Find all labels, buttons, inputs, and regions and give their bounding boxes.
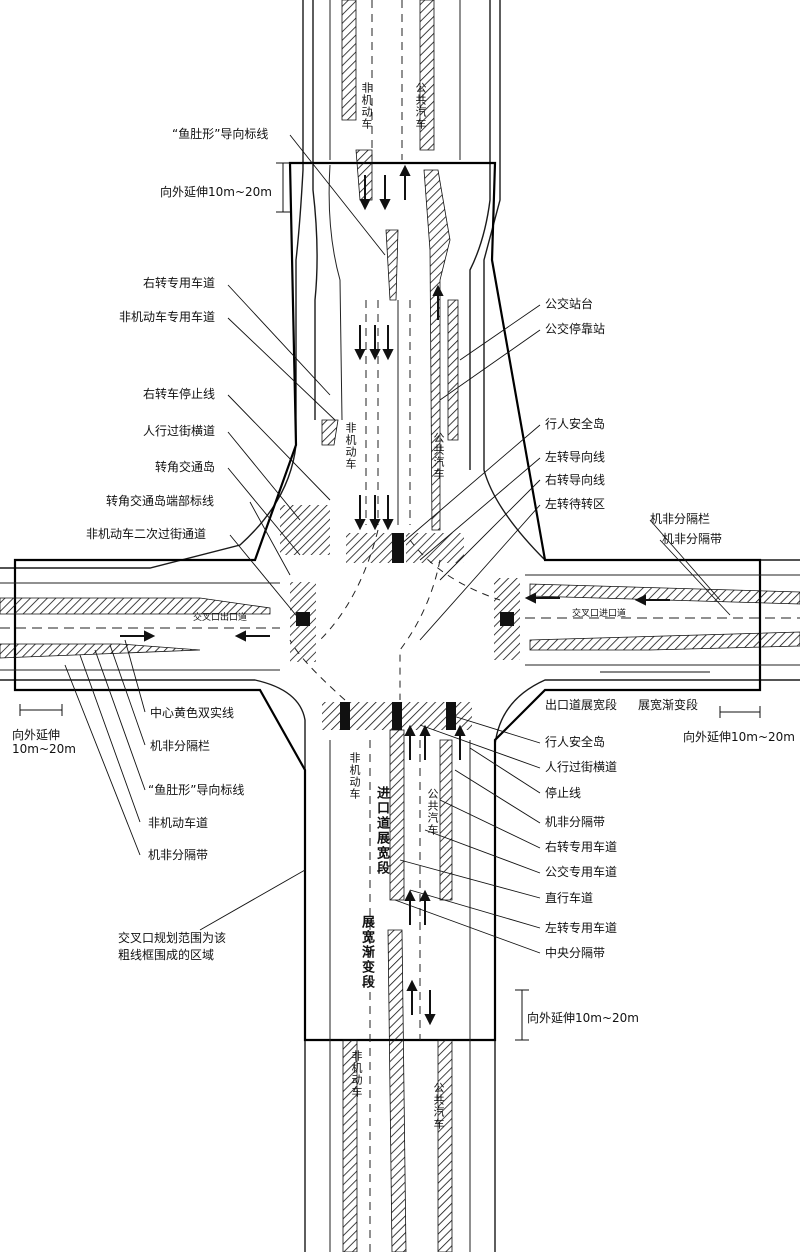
road-text-bus-north-2: 公共汽车 [432, 432, 445, 480]
label-extend-bottom: 向外延伸10m~20m [527, 1011, 639, 1025]
label-extend-left: 向外延伸 10m~20m [12, 728, 76, 756]
lane-arrows [120, 164, 670, 1026]
label-ped-refuge-bottom: 行人安全岛 [545, 735, 606, 749]
road-text-exit-lane-left: 交叉口出口道 [193, 613, 248, 623]
refuge-south-right [446, 702, 456, 730]
road-text-nonmotor-south: 非机动车 [348, 752, 361, 800]
refuge-west [296, 612, 310, 626]
planning-scope-frame [13, 161, 762, 1042]
road-text-nonmotor-north-2: 非机动车 [344, 422, 357, 470]
dimension-markers [19, 162, 761, 1041]
refuge-east [500, 612, 514, 626]
label-corner-island: 转角交通岛 [155, 460, 216, 474]
crosswalk-north-right [406, 533, 464, 563]
label-bus-lane: 公交专用车道 [545, 865, 618, 879]
refuge-south-left [340, 702, 350, 730]
road-text-nonmotor-south-2: 非机动车 [350, 1050, 363, 1098]
label-divider-strip-left: 机非分隔带 [148, 848, 209, 862]
label-left-turn-waiting: 左转待转区 [545, 497, 606, 511]
label-through-lane: 直行车道 [545, 891, 594, 905]
label-corner-island-end-marking: 转角交通岛端部标线 [106, 494, 215, 508]
label-crosswalk-bottom: 人行过街横道 [545, 760, 618, 774]
road-text-bus-north: 公共汽车 [414, 82, 427, 130]
label-right-turn-stop-line: 右转车停止线 [143, 387, 216, 401]
label-widening-transition-right: 展宽渐变段 [638, 698, 699, 712]
label-center-double-yellow: 中心黄色双实线 [150, 706, 235, 720]
label-barrier-left: 机非分隔栏 [150, 739, 211, 753]
label-nonmotor-lane-left: 非机动车道 [148, 816, 209, 830]
label-left-turn-guide: 左转导向线 [545, 450, 606, 464]
refuge-north [392, 533, 404, 563]
road-text-bus-south: 公共汽车 [426, 788, 439, 836]
label-central-median: 中央分隔带 [545, 946, 606, 960]
road-text-bus-south-2: 公共汽车 [432, 1082, 445, 1130]
label-barrier-right: 机非分隔栏 [650, 512, 711, 526]
label-crosswalk-top: 人行过街横道 [143, 424, 216, 438]
road-text-entry-widening: 进口道展宽段 [374, 786, 389, 876]
label-fish-belly-left: “鱼肚形”导向标线 [148, 783, 245, 797]
label-planning-scope: 交叉口规划范围为该 粗线框围成的区域 [118, 931, 227, 962]
label-nonmotor-lane-top: 非机动车专用车道 [119, 310, 216, 324]
label-fish-belly-top: “鱼肚形”导向标线 [172, 127, 269, 141]
label-nonmotor-secondary-crossing: 非机动车二次过街通道 [86, 527, 207, 541]
label-divider-strip-right: 机非分隔带 [662, 532, 723, 546]
road-text-entry-lane-right: 交叉口进口道 [572, 609, 627, 619]
label-divider-strip-bottom: 机非分隔带 [545, 815, 606, 829]
corner-island-crosswalk [280, 505, 330, 555]
label-bus-bay: 公交停靠站 [545, 322, 606, 336]
label-right-turn-lane-top: 右转专用车道 [143, 276, 216, 290]
label-extend-right: 向外延伸10m~20m [683, 730, 795, 744]
road-text-nonmotor-north: 非机动车 [360, 82, 373, 130]
leader-lines [64, 134, 731, 954]
label-left-turn-lane: 左转专用车道 [545, 921, 618, 935]
label-right-turn-lane-bottom: 右转专用车道 [545, 840, 618, 854]
label-stop-line: 停止线 [545, 786, 582, 800]
label-bus-stop: 公交站台 [545, 297, 594, 311]
label-right-turn-guide: 右转导向线 [545, 473, 606, 487]
label-ped-refuge-top: 行人安全岛 [545, 417, 606, 431]
label-extend-top: 向外延伸10m~20m [160, 185, 272, 199]
label-exit-widening: 出口道展宽段 [545, 698, 618, 712]
crosswalk-north-left [346, 533, 394, 563]
crosswalks [280, 505, 520, 730]
road-text-widening-transition: 展宽渐变段 [359, 915, 374, 990]
refuge-south-mid [392, 702, 402, 730]
